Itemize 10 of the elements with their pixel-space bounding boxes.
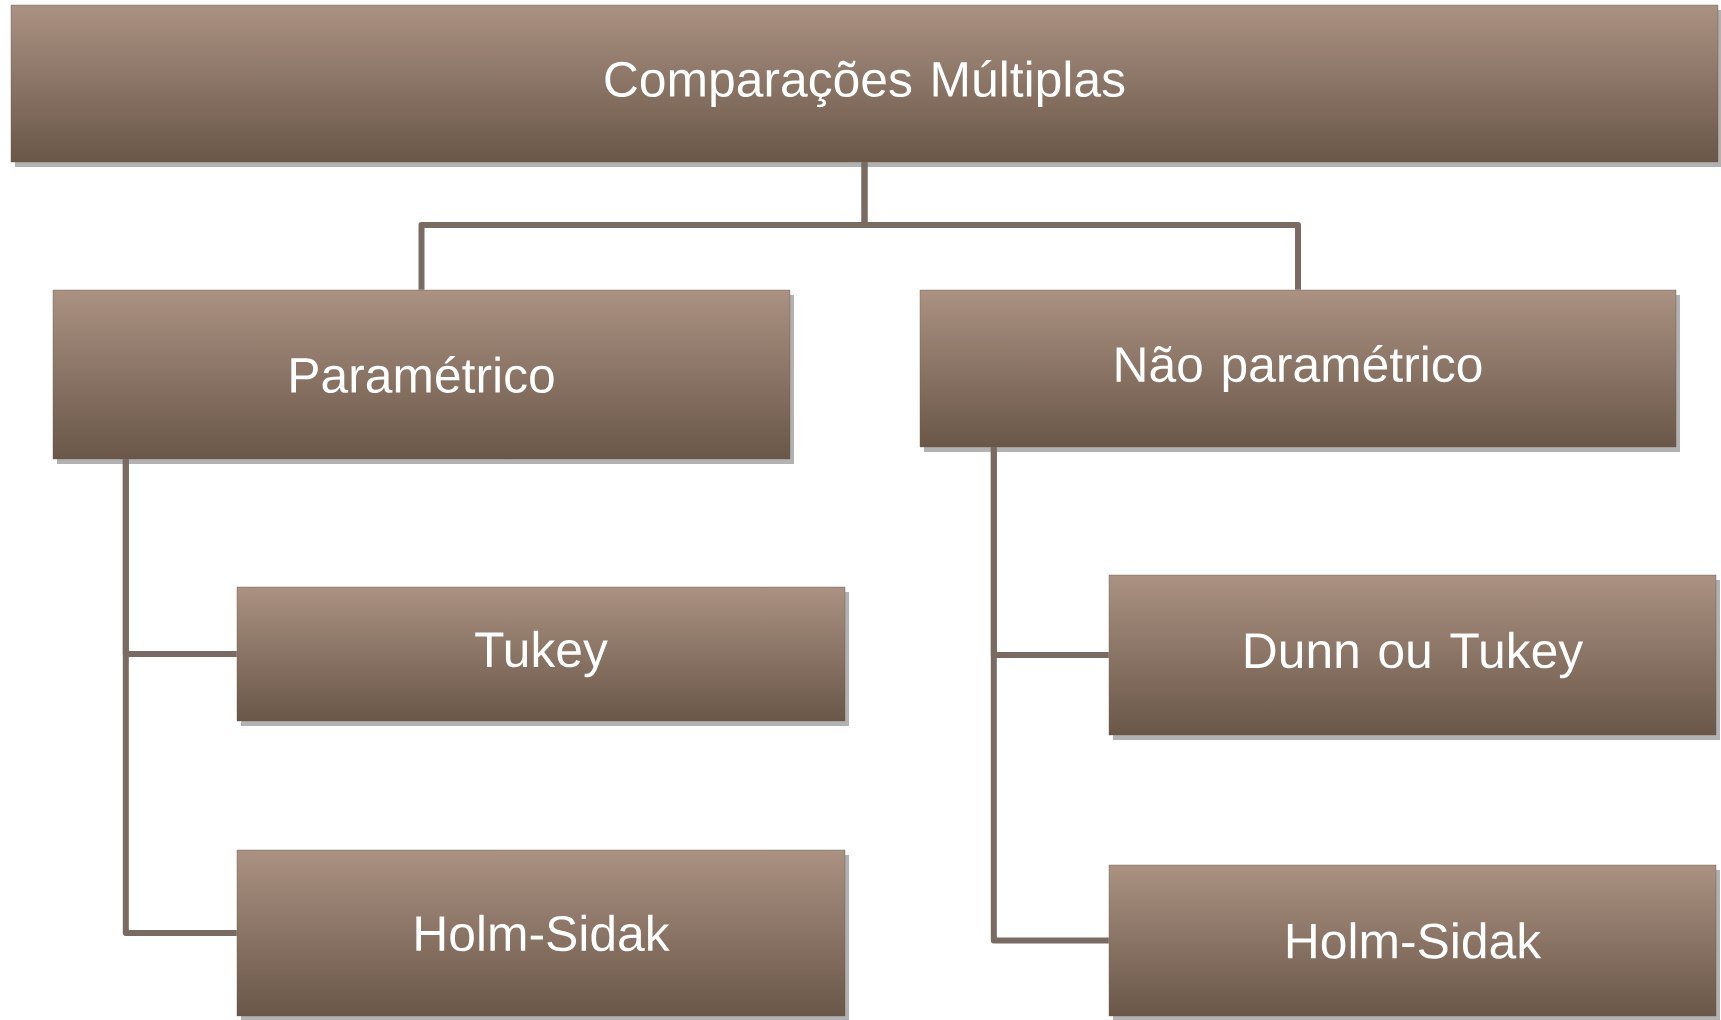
category-box: Comparações Múltiplas bbox=[10, 4, 1719, 163]
connector-line bbox=[990, 447, 1109, 944]
connector-line bbox=[861, 162, 1301, 290]
connector-line bbox=[122, 459, 237, 936]
category-box: Tukey bbox=[236, 586, 846, 722]
category-box: Holm-Sidak bbox=[236, 849, 846, 1017]
category-box: Não paramétrico bbox=[919, 289, 1677, 448]
category-box: Holm-Sidak bbox=[1108, 864, 1717, 1017]
category-box: Paramétrico bbox=[52, 289, 791, 460]
category-box: Dunn ou Tukey bbox=[1108, 574, 1717, 736]
